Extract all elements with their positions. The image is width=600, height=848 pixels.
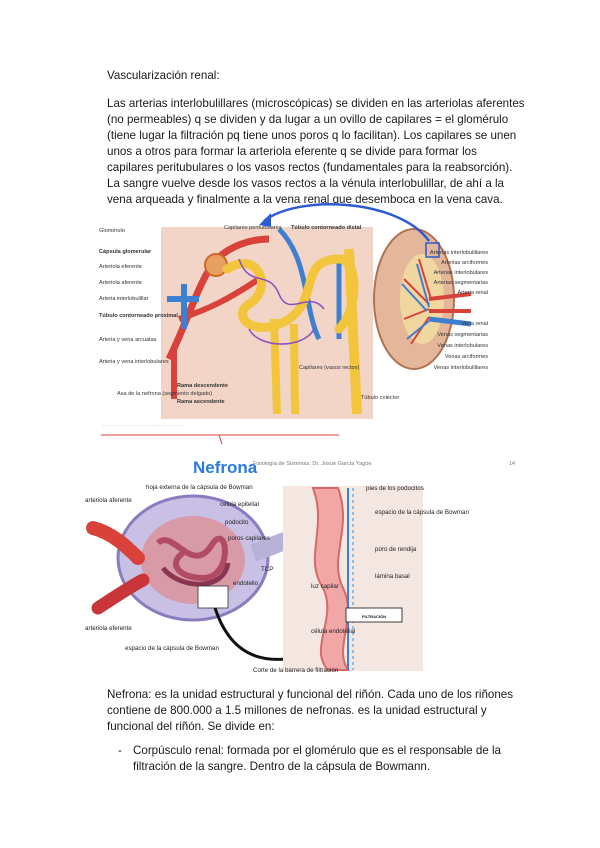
n-rlabel-5: célula endotelial (311, 628, 355, 635)
figure-caption: Fisiología de Sistemas. Dr. Josué García… (253, 461, 372, 467)
cut-box (198, 586, 228, 608)
label-r2: Arterias interlobulares (434, 270, 489, 276)
section-heading: Vascularización renal: (107, 68, 525, 84)
n-rlabel-0: pies de los podocitos (366, 485, 424, 492)
bullet-item: - Corpúsculo renal: formada por el glomé… (118, 743, 518, 775)
glomerulus-illustration (93, 496, 288, 620)
label-rama-asc: Rama ascendente (177, 399, 225, 405)
label-arcuatas: Arteria y vena arcuatas (99, 337, 157, 343)
n-label-4: poros capilares (228, 535, 270, 542)
label-tcd: Túbulo contorneado distal (291, 225, 362, 231)
label-r5: Vena renal (461, 321, 488, 327)
zoom-arrow-head (259, 213, 271, 227)
label-r4: Arteria renal (458, 290, 488, 296)
label-eferente: Arteriola eferente (99, 264, 142, 270)
n-label-0: hoja externa de la cápsula de Bowman (146, 484, 253, 491)
n-label-1: célula epitelial (220, 501, 259, 508)
label-tcp: Túbulo contorneado proximal (99, 313, 178, 319)
nefrona-title: Nefrona (193, 458, 258, 477)
label-asa: Asa de la nefrona (segmento delgado) (117, 391, 212, 397)
label-aferente: Arteriola aferente (99, 280, 142, 286)
n-label-2: podocito (225, 519, 249, 526)
figure1-credit-line: · · · · · · · · · · · · · · · · · · · · … (103, 423, 183, 428)
label-capilares-peritubulares: Capilares peritubulares (224, 225, 282, 231)
n-rlabel-2: poro de rendija (375, 546, 417, 553)
n-rlabel-4: luz capilar (311, 583, 339, 590)
label-r8: Venas arciformes (445, 354, 488, 360)
label-vasos-rectos: Capilares (vasos rectos) (299, 365, 359, 371)
label-interlobulares: Arteria y vena interlobulares (99, 359, 169, 365)
label-capsula: Cápsula glomerular (99, 249, 152, 255)
label-colector: Túbulo colector (361, 395, 399, 401)
nephron-figure: Nefrona Fisiología de Sistemas. Dr. Josu… (83, 448, 523, 683)
label-r3: Arterias segmentarias (434, 280, 489, 286)
n-label-3: arteriola aferente (85, 497, 132, 504)
intro-paragraph: Las arterias interlobulillares (microscó… (107, 96, 525, 208)
label-r1: Arterias arciformes (441, 260, 488, 266)
n-label-5: TCP (261, 566, 273, 573)
n-rlabel-3: lámina basal (375, 573, 410, 580)
n-rlabel-1: espacio de la cápsula de Bowman (375, 509, 469, 516)
label-interlobulillar: Arteria interlobulillar (99, 296, 149, 302)
n-label-6: endotelio (233, 580, 259, 587)
glomerulus-shape (205, 254, 227, 276)
n-label-9: Corte de la barrera de filtración (253, 667, 339, 674)
n-label-7: arteriola eferente (85, 625, 132, 632)
renal-vascularization-figure: Glomérulo Cápsula glomerular Arteriola e… (99, 199, 492, 445)
label-glomerulo: Glomérulo (99, 228, 125, 234)
figure-bracket-tip (219, 435, 222, 444)
bullet-dash: - (118, 743, 122, 759)
label-r7: Venas interlobulares (437, 343, 488, 349)
figure-page-number: 14 (509, 461, 515, 467)
filtracion-label: FILTRACIÓN (362, 614, 386, 619)
label-r6: Venas segmentarias (437, 332, 488, 338)
label-r0: Arterias interlobulillares (430, 250, 488, 256)
label-r9: Venas interlobulillares (434, 365, 489, 371)
label-rama-desc: Rama descendente (177, 383, 228, 389)
nefrona-definition: Nefrona: es la unidad estructural y func… (107, 687, 525, 735)
bullet-text: Corpúsculo renal: formada por el gloméru… (133, 743, 518, 775)
n-label-8: espacio de la cápsula de Bowman (125, 645, 219, 652)
